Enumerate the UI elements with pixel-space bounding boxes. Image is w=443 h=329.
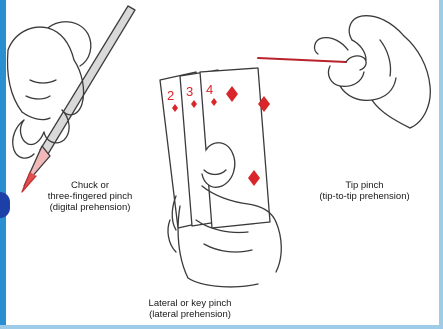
- needle: [258, 58, 346, 62]
- tip-caption-line: Tip pinch: [290, 180, 439, 191]
- chuck-pinch-caption: Chuck or three-fingered pinch (digital p…: [30, 180, 150, 213]
- tip-pinch-caption: Tip pinch (tip-to-tip prehension): [290, 180, 439, 202]
- chuck-pinch-hand: [8, 6, 135, 192]
- card-3-index: 3: [186, 84, 193, 99]
- tip-pinch-hand: [258, 16, 430, 128]
- pen-body: [40, 6, 135, 154]
- chuck-caption-line: (digital prehension): [30, 202, 150, 213]
- tip-caption-line: (tip-to-tip prehension): [290, 191, 439, 202]
- lateral-caption-line: (lateral prehension): [120, 309, 260, 320]
- lateral-caption-line: Lateral or key pinch: [120, 298, 260, 309]
- chuck-caption-line: three-fingered pinch: [30, 191, 150, 202]
- card-2-index: 2: [167, 88, 174, 103]
- chuck-caption-line: Chuck or: [30, 180, 150, 191]
- lateral-pinch-caption: Lateral or key pinch (lateral prehension…: [120, 298, 260, 320]
- card-4-index: 4: [206, 82, 213, 97]
